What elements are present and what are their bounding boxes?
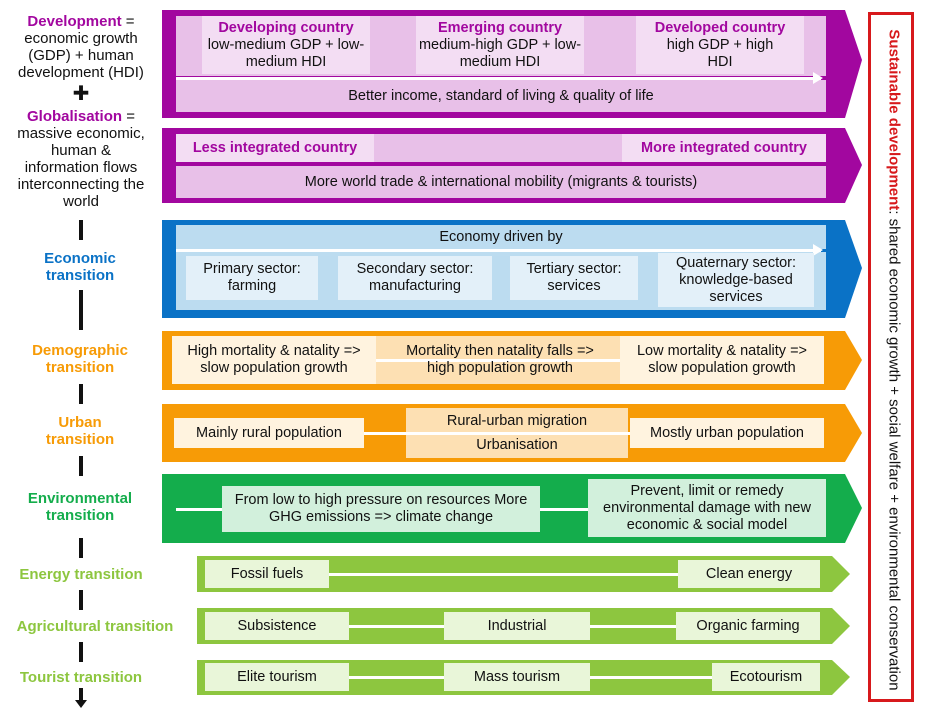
energy-stage-3: Clean energy — [678, 560, 820, 588]
urban-stage-2b: Urbanisation — [476, 436, 558, 453]
developing-country-box: Developing country low-medium GDP + low-… — [202, 16, 370, 74]
environmental-transition-label: Environmental transition — [27, 490, 133, 524]
sustainable-development-text: Sustainable development: shared economic… — [885, 20, 904, 700]
connector-line — [79, 538, 83, 558]
environmental-stage-1: From low to high pressure on resources M… — [222, 486, 540, 532]
economic-progress-line — [176, 244, 823, 256]
sustainable-development-definition: : shared economic growth + social welfar… — [885, 210, 903, 691]
connector-line — [79, 688, 83, 702]
connector-line — [79, 456, 83, 476]
sustainable-development-frame: Sustainable development: shared economic… — [868, 12, 914, 702]
plus-icon: ✚ — [72, 83, 90, 105]
tourist-transition-label: Tourist transition — [19, 669, 143, 686]
tertiary-sector-box: Tertiary sector: services — [510, 256, 638, 300]
connector-line — [79, 642, 83, 662]
developed-country-text: high GDP + high HDI — [666, 36, 774, 70]
globalisation-term: Globalisation — [27, 108, 123, 125]
demographic-stage-2: Mortality then natality falls => high po… — [406, 343, 594, 376]
globalisation-definition: = massive economic, human & information … — [17, 108, 145, 210]
development-definition: = economic growth (GDP) + human developm… — [18, 13, 144, 81]
demographic-transition-label: Demographic transition — [32, 342, 128, 376]
emerging-country-title: Emerging country — [437, 19, 563, 36]
connector-line — [79, 384, 83, 404]
urban-stage-3: Mostly urban population — [630, 418, 824, 448]
globalisation-label: Globalisation = massive economic, human … — [14, 108, 148, 210]
economic-bar — [176, 225, 826, 249]
developed-country-box: Developed country high GDP + high HDI — [636, 16, 804, 74]
tourist-stage-3: Ecotourism — [712, 663, 820, 691]
developing-country-title: Developing country — [218, 19, 354, 36]
tourist-stage-2: Mass tourism — [444, 663, 590, 691]
agricultural-stage-3: Organic farming — [676, 612, 820, 640]
demographic-stage-3: Low mortality & natality => slow populat… — [620, 336, 824, 384]
agricultural-transition-label: Agricultural transition — [16, 618, 174, 635]
economic-bar-text: Economy driven by — [439, 228, 563, 245]
development-term: Development — [27, 13, 122, 30]
less-integrated-box: Less integrated country — [176, 134, 374, 162]
primary-sector-box: Primary sector: farming — [186, 256, 318, 300]
development-label: Development = economic growth (GDP) + hu… — [6, 13, 156, 81]
energy-stage-1: Fossil fuels — [205, 560, 329, 588]
agricultural-stage-1: Subsistence — [205, 612, 349, 640]
connector-line — [79, 590, 83, 610]
more-integrated-box: More integrated country — [622, 134, 826, 162]
urban-transition-label: Urban transition — [45, 414, 115, 448]
emerging-country-box: Emerging country medium-high GDP + low-m… — [416, 16, 584, 74]
tourist-stage-1: Elite tourism — [205, 663, 349, 691]
urban-stage-2a: Rural-urban migration — [446, 412, 588, 429]
agricultural-stage-2: Industrial — [444, 612, 590, 640]
demographic-stage-1: High mortality & natality => slow popula… — [172, 336, 376, 384]
secondary-sector-box: Secondary sector: manufacturing — [338, 256, 492, 300]
developed-country-title: Developed country — [654, 19, 786, 36]
sustainable-development-term: Sustainable development — [885, 29, 903, 211]
down-arrow-icon — [75, 700, 87, 708]
connector-line — [79, 220, 83, 240]
development-progress-line — [176, 72, 823, 84]
developing-country-text: low-medium GDP + low-medium HDI — [207, 36, 365, 70]
globalisation-bar — [176, 166, 826, 198]
energy-transition-label: Energy transition — [19, 566, 143, 583]
urban-stage-1: Mainly rural population — [174, 418, 364, 448]
development-bar-text: Better income, standard of living & qual… — [348, 87, 654, 104]
development-bar — [176, 80, 826, 112]
emerging-country-text: medium-high GDP + low-medium HDI — [418, 36, 582, 70]
connector-line — [79, 290, 83, 330]
economic-transition-label: Economic transition — [44, 250, 116, 284]
globalisation-bar-text: More world trade & international mobilit… — [304, 173, 698, 190]
environmental-stage-3: Prevent, limit or remedy environmental d… — [588, 479, 826, 537]
quaternary-sector-box: Quaternary sector: knowledge-based servi… — [658, 253, 814, 307]
